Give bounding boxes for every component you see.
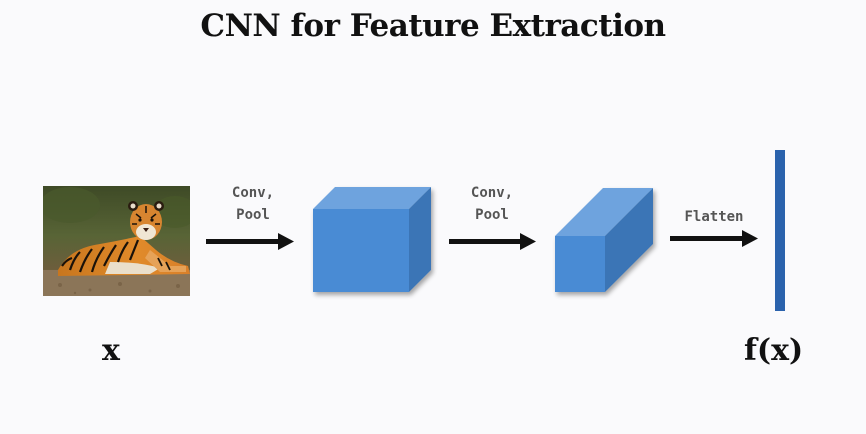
arrow-right-icon [449,233,536,250]
arrow-right-icon [206,233,294,250]
arrow-right-icon [670,230,758,247]
feature-vector-bar [775,150,785,311]
input-variable-label: x [102,333,120,368]
input-image [43,186,190,296]
output-variable-label: f(x) [744,333,804,368]
feature-map-block-1 [313,187,431,292]
step-label-conv-pool-2: Conv, Pool [470,185,514,223]
feature-map-block-2 [555,188,653,292]
step-label-conv-pool-1: Conv, Pool [231,185,275,223]
step-label-flatten: Flatten [684,209,744,225]
diagram-title: CNN for Feature Extraction [200,8,666,44]
